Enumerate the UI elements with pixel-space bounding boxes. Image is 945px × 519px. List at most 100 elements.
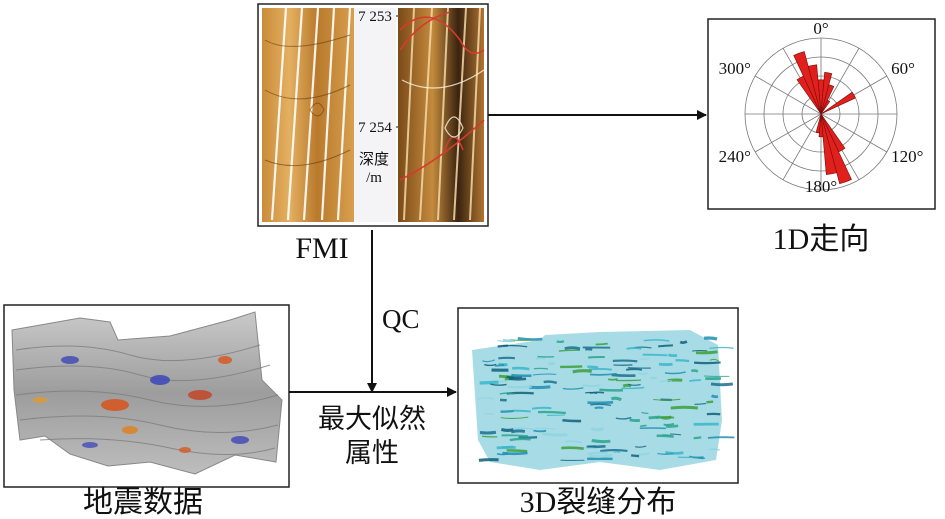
- fracture-streak: [648, 415, 661, 420]
- fracture-streak: [529, 385, 551, 390]
- fracture-streak: [627, 367, 651, 369]
- fracture-streak: [478, 458, 499, 462]
- fracture-streak: [630, 454, 640, 458]
- fracture-streak: [660, 415, 673, 420]
- rose-diagram-panel: 0°60°120°180°240°300°: [707, 18, 936, 210]
- fracture-streak: [532, 373, 557, 376]
- fracture-streak: [639, 424, 647, 428]
- fracture-streak: [558, 349, 581, 352]
- fracture-streak: [587, 451, 608, 456]
- fracture-streak: [638, 452, 650, 456]
- fracture-streak: [538, 410, 566, 415]
- fracture-streak: [692, 349, 708, 352]
- fmi-depth-label: 深度: [359, 151, 389, 168]
- fracture-streak: [610, 396, 622, 402]
- fracture-streak: [500, 409, 514, 413]
- fracture-streak: [710, 382, 734, 387]
- rose-petal: [818, 113, 824, 138]
- fracture-streak: [556, 340, 565, 343]
- fracture-streak: [641, 411, 649, 415]
- fracture-streak: [517, 337, 543, 341]
- fracture-streak: [613, 451, 621, 453]
- fmi-caption: FMI: [295, 232, 348, 265]
- fracture-streak: [542, 432, 568, 437]
- fracture-streak: [693, 361, 721, 365]
- fracture-streak: [688, 455, 704, 459]
- fracture-streak: [629, 418, 641, 423]
- fracture-streak: [679, 340, 688, 344]
- fracture-streak: [508, 377, 527, 381]
- fracture-streak: [484, 413, 494, 416]
- fmi-depth-column: [354, 8, 396, 222]
- fracture-streak: [590, 403, 612, 407]
- fracture-streak: [502, 338, 513, 342]
- fracture-streak: [670, 405, 699, 410]
- fracture-streak: [658, 344, 673, 348]
- fracture-streak: [689, 379, 701, 382]
- fracture-streak: [543, 380, 558, 385]
- fracture-streak: [599, 388, 624, 392]
- fracture-streak: [564, 346, 581, 351]
- fracture-3d-panel: [457, 307, 739, 484]
- fracture-streak: [588, 368, 612, 371]
- fracture-streak: [588, 355, 605, 359]
- fracture-streak: [531, 406, 552, 410]
- fracture-streak: [479, 380, 499, 385]
- fracture-streak: [589, 372, 617, 376]
- fracture-streak: [612, 359, 638, 363]
- fracture-streak: [481, 435, 498, 438]
- fracture-streak: [708, 448, 720, 451]
- fracture-streak: [533, 429, 547, 433]
- rose-angle-label: 300°: [719, 59, 751, 78]
- fracture-streak: [572, 369, 592, 374]
- fracture-streak: [696, 456, 705, 460]
- fracture-streak: [506, 449, 528, 453]
- fracture-streak: [656, 434, 674, 438]
- fracture-streak: [627, 383, 641, 386]
- rose-petal: [820, 113, 852, 185]
- fracture-streak: [500, 427, 514, 432]
- fracture-streak: [503, 344, 528, 348]
- fracture-streak: [707, 436, 735, 439]
- fracture-streak: [665, 450, 684, 455]
- fracture-streak: [709, 346, 734, 350]
- fracture-streak: [548, 361, 555, 366]
- fracture-streak: [695, 350, 718, 355]
- rose-caption: 1D走向: [773, 223, 870, 256]
- fracture-streak: [595, 342, 608, 346]
- fracture-streak: [502, 451, 528, 456]
- fracture-volume: [472, 330, 722, 470]
- fracture-streak: [637, 372, 648, 375]
- seismic-panel: [3, 304, 290, 488]
- fracture-streak: [709, 358, 719, 362]
- fracture-streak: [535, 427, 556, 430]
- fracture-streak: [511, 373, 532, 378]
- fracture-streak: [703, 336, 718, 341]
- fracture-streak: [675, 359, 690, 363]
- fracture-streak: [664, 371, 686, 375]
- fmi-image-panel: 7 253 7 254 深度 /m: [257, 3, 489, 227]
- fracture-streak: [562, 418, 582, 423]
- fracture-streak: [663, 422, 675, 426]
- fracture-streak: [587, 365, 599, 369]
- fracture-streak: [499, 392, 515, 395]
- fracture-3d-caption: 3D裂缝分布: [520, 486, 677, 519]
- fracture-streak: [510, 429, 526, 434]
- fracture-streak: [626, 347, 642, 350]
- fracture-streak: [498, 380, 508, 383]
- fracture-streak: [500, 416, 529, 420]
- fracture-streak: [594, 406, 604, 410]
- fracture-streak: [501, 434, 529, 437]
- fracture-streak: [625, 368, 643, 371]
- fracture-streak: [511, 366, 530, 371]
- fracture-streak: [509, 437, 531, 442]
- fracture-streak: [589, 391, 605, 394]
- rose-petal: [820, 99, 831, 115]
- fracture-streak: [659, 380, 673, 383]
- fracture-streak: [589, 453, 613, 458]
- fracture-streak: [494, 363, 505, 367]
- fracture-streak: [490, 383, 507, 386]
- fracture-streak: [502, 445, 514, 449]
- fracture-streak: [560, 365, 583, 369]
